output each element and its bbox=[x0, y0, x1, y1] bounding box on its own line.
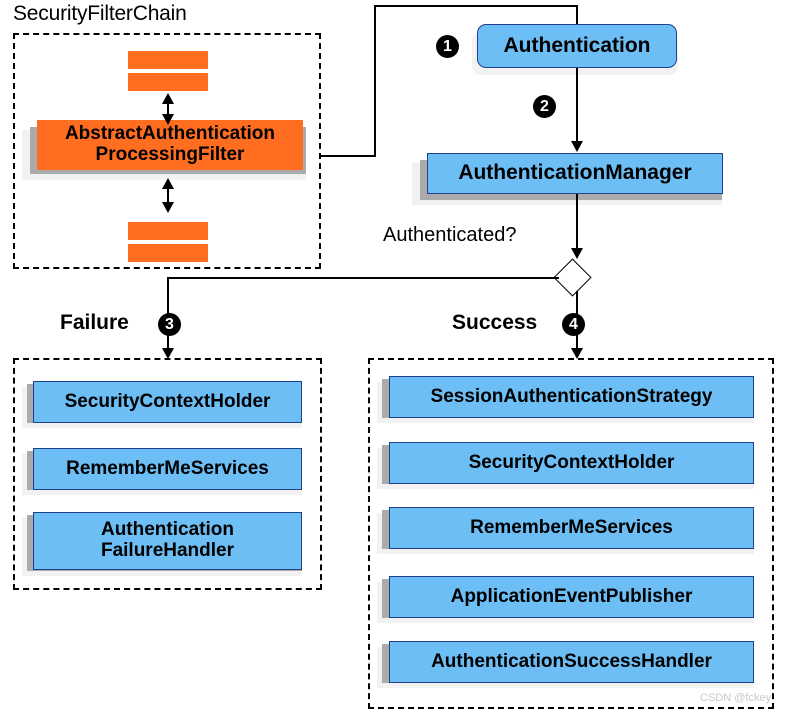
filter-connector-top-arrow-up bbox=[162, 93, 174, 104]
filter-bar-bottom-2 bbox=[128, 244, 208, 262]
failure-item-1-label: SecurityContextHolder bbox=[64, 390, 271, 412]
security-filter-chain-title: SecurityFilterChain bbox=[13, 2, 187, 25]
failure-item-remember-me-services[interactable]: RememberMeServices bbox=[33, 448, 302, 490]
decision-question-label: Authenticated? bbox=[383, 224, 517, 246]
success-item-security-context-holder[interactable]: SecurityContextHolder bbox=[389, 442, 754, 484]
authentication-label: Authentication bbox=[503, 33, 651, 57]
filter-to-auth-drop bbox=[576, 5, 578, 27]
decision-to-failure-horizontal bbox=[167, 277, 559, 279]
abstract-filter-label-line1: AbstractAuthentication bbox=[64, 123, 276, 145]
failure-handlers-group bbox=[13, 358, 322, 590]
abstract-authentication-processing-filter[interactable]: AbstractAuthentication ProcessingFilter bbox=[37, 120, 303, 170]
auth-to-manager-line bbox=[576, 68, 578, 148]
filter-connector-bottom-arrow-up bbox=[162, 178, 174, 189]
step-badge-4: 4 bbox=[562, 313, 585, 336]
filter-connector-bottom-arrow-down bbox=[162, 202, 174, 213]
step-badge-3-number: 3 bbox=[165, 315, 174, 333]
success-item-1-label: SessionAuthenticationStrategy bbox=[430, 385, 713, 407]
filter-connector-top-line bbox=[167, 95, 169, 123]
success-item-5-label: AuthenticationSuccessHandler bbox=[431, 650, 712, 672]
filter-connector-top-arrow-down bbox=[162, 114, 174, 125]
filter-to-auth-horizontal-upper bbox=[374, 5, 578, 7]
success-item-session-authentication-strategy[interactable]: SessionAuthenticationStrategy bbox=[389, 376, 754, 418]
success-item-4-label: ApplicationEventPublisher bbox=[450, 585, 693, 607]
success-item-authentication-success-handler[interactable]: AuthenticationSuccessHandler bbox=[389, 641, 754, 683]
filter-bar-top-2 bbox=[128, 73, 208, 91]
failure-branch-label: Failure bbox=[60, 311, 129, 334]
failure-item-security-context-holder[interactable]: SecurityContextHolder bbox=[33, 381, 302, 423]
success-item-application-event-publisher[interactable]: ApplicationEventPublisher bbox=[389, 576, 754, 618]
step-badge-3: 3 bbox=[158, 313, 181, 336]
success-item-remember-me-services[interactable]: RememberMeServices bbox=[389, 507, 754, 549]
success-item-3-label: RememberMeServices bbox=[470, 516, 673, 538]
failure-item-2-label: RememberMeServices bbox=[66, 457, 269, 479]
step-badge-1: 1 bbox=[436, 35, 459, 58]
step-badge-4-number: 4 bbox=[569, 315, 578, 333]
failure-item-3-label-line1: Authentication bbox=[100, 519, 234, 541]
failure-item-3-label-line2: FailureHandler bbox=[100, 540, 235, 561]
authentication-manager-label: AuthenticationManager bbox=[458, 161, 692, 185]
filter-connector-bottom-line bbox=[167, 180, 169, 210]
filter-to-auth-vertical bbox=[374, 5, 376, 157]
authentication-manager-node[interactable]: AuthenticationManager bbox=[427, 153, 723, 194]
filter-bar-top-1 bbox=[128, 51, 208, 69]
manager-to-decision-line bbox=[576, 194, 578, 252]
decision-to-failure-arrow bbox=[162, 348, 174, 359]
step-badge-2-number: 2 bbox=[540, 97, 549, 115]
abstract-filter-label-line2: ProcessingFilter bbox=[95, 144, 245, 165]
filter-to-auth-horizontal-lower bbox=[321, 155, 375, 157]
step-badge-1-number: 1 bbox=[443, 37, 452, 55]
success-item-2-label: SecurityContextHolder bbox=[468, 451, 675, 473]
failure-item-authentication-failure-handler[interactable]: Authentication FailureHandler bbox=[33, 512, 302, 570]
filter-bar-bottom-1 bbox=[128, 222, 208, 240]
decision-to-success-arrow bbox=[571, 348, 583, 359]
manager-to-decision-arrow bbox=[571, 248, 583, 259]
success-branch-label: Success bbox=[452, 311, 538, 334]
watermark: CSDN @fckey bbox=[700, 692, 772, 704]
authenticated-decision-diamond bbox=[553, 258, 592, 297]
success-handlers-group bbox=[368, 358, 774, 709]
step-badge-2: 2 bbox=[533, 95, 556, 118]
security-filter-chain-group bbox=[13, 33, 321, 269]
authentication-node[interactable]: Authentication bbox=[477, 24, 677, 68]
auth-to-manager-arrow bbox=[571, 141, 583, 152]
